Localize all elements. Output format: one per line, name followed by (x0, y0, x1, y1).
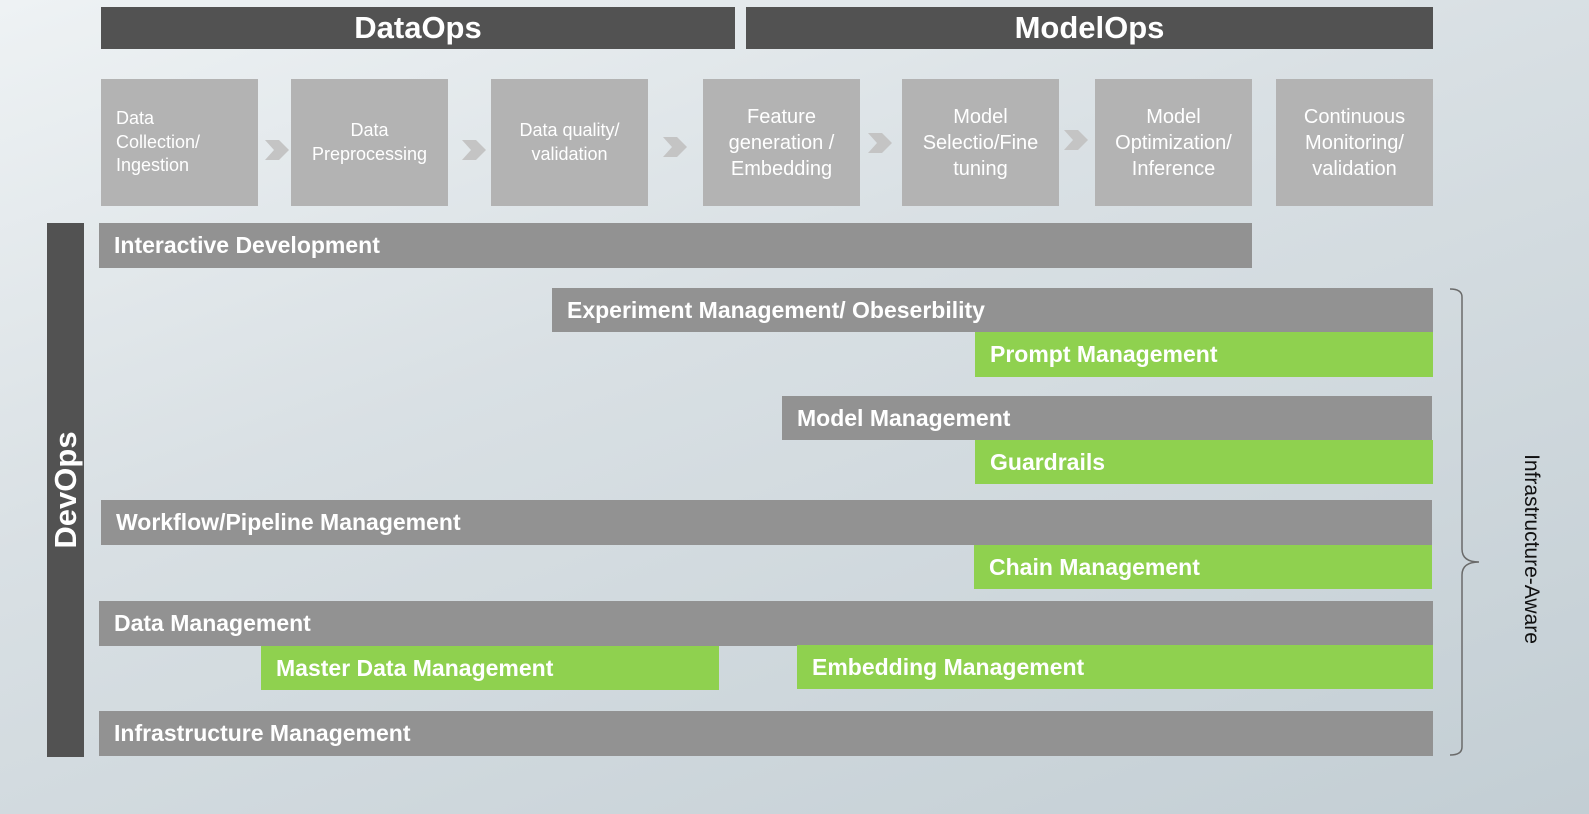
stage-feature-generation: Feature generation / Embedding (703, 79, 860, 206)
master-data-management-label: Master Data Management (276, 654, 554, 681)
stage-continuous-monitoring: Continuous Monitoring/ validation (1276, 79, 1433, 206)
embedding-management-bar: Embedding Management (797, 645, 1433, 689)
brace-bracket (1448, 287, 1484, 762)
data-management-label: Data Management (114, 610, 311, 636)
stage-line: Feature (747, 105, 816, 128)
stage-line: validation (531, 143, 608, 164)
guardrails-label: Guardrails (990, 448, 1106, 475)
model-management-bar: Model Management (782, 396, 1432, 440)
dataops-header: DataOps (101, 7, 735, 49)
stage-line: Collection/ (116, 131, 201, 152)
stage-line: Model (953, 105, 1008, 128)
model-management-label: Model Management (797, 404, 1011, 431)
stage-line: Data (350, 120, 389, 141)
chevron-right-icon (462, 140, 486, 160)
embedding-management-label: Embedding Management (812, 653, 1085, 680)
prompt-management-bar: Prompt Management (975, 332, 1433, 377)
interactive-development-label: Interactive Development (114, 232, 380, 258)
data-management-bar: Data Management (99, 601, 1433, 646)
devops-label: DevOps (47, 431, 83, 549)
experiment-management-label: Experiment Management/ Obeserbility (567, 296, 985, 323)
stage-line: Ingestion (116, 155, 190, 176)
chevron-right-icon (868, 133, 892, 153)
stage-line: Optimization/ (1115, 131, 1232, 154)
stage-line: Preprocessing (311, 143, 428, 164)
chevron-right-icon (1064, 130, 1088, 150)
devops-bar: DevOps (47, 223, 84, 757)
dataops-header-label: DataOps (354, 10, 482, 45)
stage-line: Continuous (1303, 105, 1406, 128)
chevron-right-icon (265, 140, 289, 160)
stage-data-collection: Data Collection/ Ingestion (101, 79, 258, 206)
workflow-management-bar: Workflow/Pipeline Management (101, 500, 1432, 545)
stage-line: Selectio/Fine (922, 131, 1039, 154)
stage-line: generation / (728, 131, 835, 154)
stage-line: tuning (953, 157, 1008, 180)
master-data-management-bar: Master Data Management (261, 646, 719, 690)
guardrails-bar: Guardrails (975, 440, 1433, 484)
stage-data-preprocessing: Data Preprocessing (291, 79, 448, 206)
infrastructure-management-bar: Infrastructure Management (99, 711, 1433, 756)
experiment-management-bar: Experiment Management/ Obeserbility (552, 288, 1433, 332)
workflow-management-label: Workflow/Pipeline Management (116, 509, 461, 535)
stage-line: Data (116, 108, 155, 129)
chain-management-label: Chain Management (989, 553, 1200, 580)
stage-line: Monitoring/ (1305, 131, 1404, 154)
stage-line: Embedding (730, 157, 833, 180)
infrastructure-aware-label: Infrastructure-Aware (1520, 454, 1543, 644)
stage-line: Model (1146, 105, 1201, 128)
stage-line: validation (1312, 157, 1397, 180)
stage-model-selection: Model Selectio/Fine tuning (902, 79, 1059, 206)
interactive-development-bar: Interactive Development (99, 223, 1252, 268)
chain-management-bar: Chain Management (974, 545, 1432, 589)
modelops-header: ModelOps (746, 7, 1433, 49)
prompt-management-label: Prompt Management (990, 341, 1218, 367)
stage-data-quality: Data quality/ validation (491, 79, 648, 206)
infrastructure-management-label: Infrastructure Management (114, 720, 411, 746)
stage-line: Inference (1131, 157, 1216, 180)
modelops-header-label: ModelOps (1014, 10, 1165, 45)
chevron-right-icon (663, 137, 687, 157)
stage-model-optimization: Model Optimization/ Inference (1095, 79, 1252, 206)
stage-line: Data quality/ (519, 120, 620, 141)
